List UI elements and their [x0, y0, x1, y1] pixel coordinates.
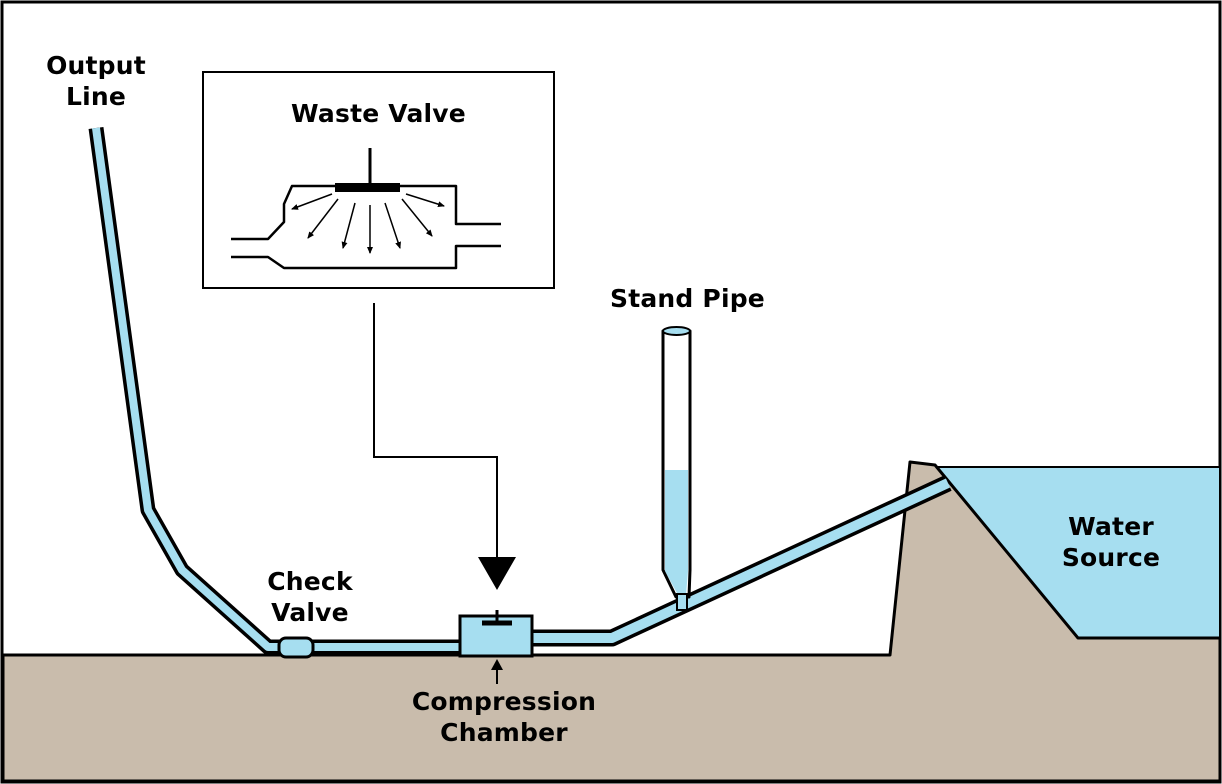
check-valve-label-line2: Valve — [271, 598, 349, 627]
flow-arrows — [291, 193, 445, 254]
stand-pipe — [661, 326, 692, 611]
compression-chamber-label-line1: Compression — [411, 687, 597, 716]
water-source-label: Water Source — [1036, 511, 1186, 573]
stand-pipe-label: Stand Pipe — [610, 284, 765, 313]
waste-valve-callout — [373, 303, 516, 590]
compression-chamber-label: Compression Chamber — [392, 686, 616, 748]
waste-valve-plate — [335, 183, 400, 192]
pipe-network — [88, 126, 952, 655]
water-source-label-line2: Source — [1061, 543, 1161, 572]
ground — [1, 460, 1222, 783]
check-valve-label-line1: Check — [267, 567, 353, 596]
output-line-label: Output Line — [28, 50, 164, 112]
waste-valve-inset — [202, 71, 555, 289]
waste-valve-label: Waste Valve — [291, 99, 466, 128]
output-line-label-line1: Output — [46, 51, 146, 80]
compression-chamber-label-line2: Chamber — [440, 718, 568, 747]
compression-chamber-arrow — [491, 659, 503, 684]
compression-chamber — [458, 610, 534, 658]
check-valve — [277, 636, 315, 659]
check-valve-label: Check Valve — [248, 566, 372, 628]
water-source-label-line1: Water — [1068, 512, 1154, 541]
output-line-label-line2: Line — [65, 82, 127, 111]
